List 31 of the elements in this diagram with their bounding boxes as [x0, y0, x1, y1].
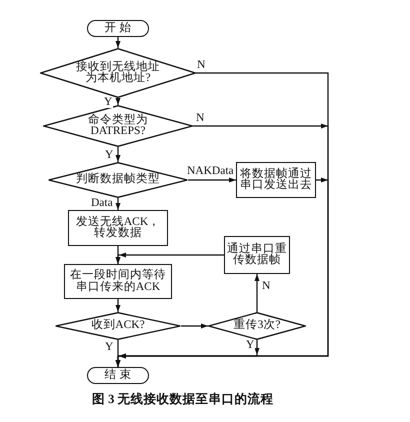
flow-arrow: [116, 252, 224, 264]
decision-diamond: 收到ACK?: [55, 312, 181, 340]
edge-label: N: [261, 281, 272, 292]
terminal-box: 结 束: [87, 367, 149, 384]
process-box: 将数据帧通过串口发送出去: [236, 162, 316, 198]
decision-diamond: 命令类型为DATREPS?: [43, 105, 193, 147]
flow-arrow: [116, 299, 120, 312]
terminal-box: 开 始: [87, 20, 149, 37]
flow-arrow: [116, 98, 120, 105]
edge-label: Y: [245, 340, 256, 351]
decision-diamond: 重传3次?: [208, 312, 306, 340]
flow-arrow: [188, 178, 236, 182]
flow-arrow: [116, 147, 120, 162]
decision-diamond: 接收到无线地址为本机地址?: [40, 48, 196, 98]
process-box: 通过串口重传数据帧: [224, 236, 290, 274]
edge-label: Y: [104, 342, 114, 353]
flow-arrow: [254, 274, 260, 312]
process-box: 在一段时间内等待串口传来的ACK: [64, 264, 172, 299]
flow-arrow: [116, 37, 120, 48]
edge-label: N: [195, 113, 206, 124]
flow-arrow: [116, 198, 120, 210]
edge-label: Y: [104, 150, 114, 161]
process-box: 发送无线ACK，转发数据: [68, 210, 168, 246]
edge-label: N: [196, 60, 206, 71]
decision-diamond: 判断数据帧类型: [48, 162, 188, 198]
flow-arrow: [181, 324, 208, 328]
flow-arrow: [116, 340, 260, 367]
figure-caption: 图 3 无线接收数据至串口的流程: [92, 392, 274, 406]
edge-label: NAKData: [186, 166, 235, 177]
edge-label: Y: [103, 97, 114, 108]
edge-label: Data: [90, 198, 114, 209]
